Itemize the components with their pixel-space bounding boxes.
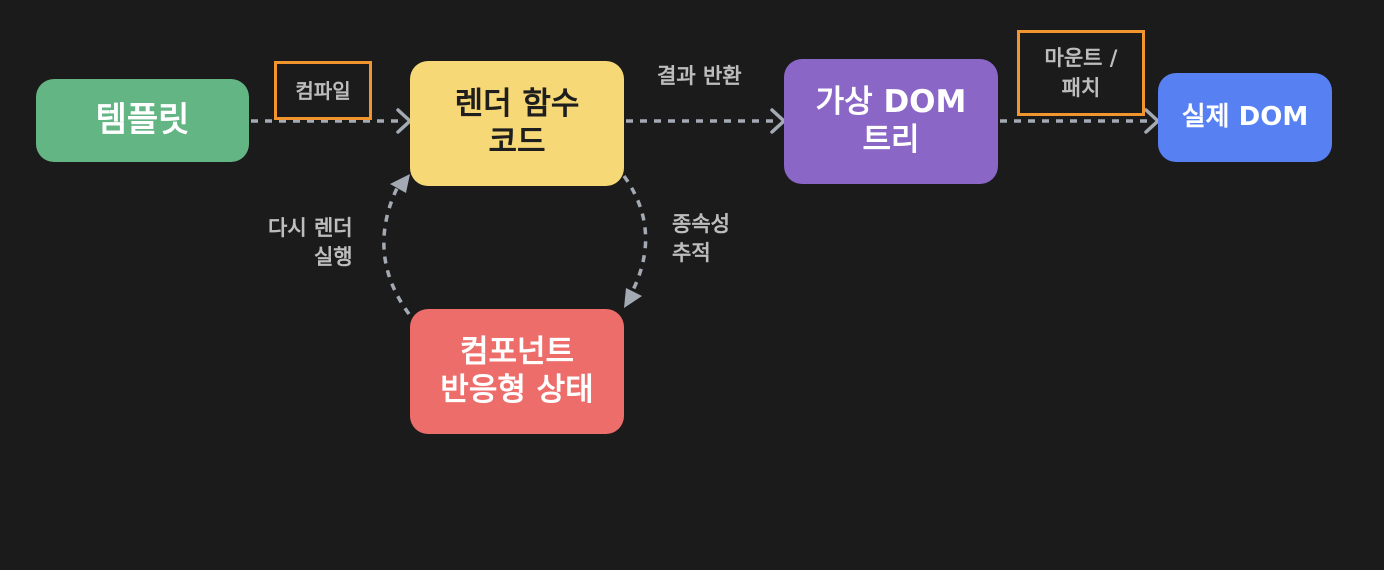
chevron-arrow-icon <box>1144 108 1160 134</box>
mount-patch-edge-label: 마운트 / 패치 <box>1017 30 1145 116</box>
render-function-node: 렌더 함수 코드 <box>410 61 624 186</box>
template-node-label: 템플릿 <box>95 99 190 140</box>
dependency-tracking-edge-label-line2: 추적 <box>672 241 711 266</box>
virtual-dom-node-label-line1: 가상 DOM <box>815 83 967 120</box>
rerender-edge-label: 다시 렌더 실행 <box>268 214 353 273</box>
compile-edge-label: 컴파일 <box>274 61 372 120</box>
reactive-state-node: 컴포넌트 반응형 상태 <box>410 309 624 434</box>
rerender-edge-label-line1: 다시 렌더 <box>268 216 353 240</box>
template-node: 템플릿 <box>36 79 249 162</box>
chevron-arrow-icon <box>396 108 412 134</box>
triangle-arrow-icon <box>390 174 410 193</box>
edge-dependency-tracking <box>622 174 648 297</box>
mount-patch-edge-label-line2: 패치 <box>1061 76 1101 100</box>
chevron-arrow-icon <box>770 108 786 134</box>
return-result-edge-label-text: 결과 반환 <box>657 64 742 88</box>
compile-edge-label-text: 컴파일 <box>295 78 351 103</box>
dependency-tracking-edge-label-line1: 종속성 <box>672 212 730 236</box>
render-function-node-label-line1: 렌더 함수 <box>454 85 580 122</box>
rerender-edge-label-line2: 실행 <box>313 245 353 270</box>
render-function-node-label-line2: 코드 <box>488 123 546 160</box>
virtual-dom-node-label-line2: 트리 <box>862 121 920 158</box>
triangle-arrow-icon <box>624 288 642 308</box>
edge-rerender <box>382 185 411 316</box>
reactive-state-node-label-line1: 컴포넌트 <box>459 333 575 370</box>
mount-patch-edge-label-line1: 마운트 / <box>1044 45 1118 70</box>
return-result-edge-label: 결과 반환 <box>657 62 742 91</box>
real-dom-node-label: 실제 DOM <box>1181 101 1309 132</box>
reactive-state-node-label-line2: 반응형 상태 <box>440 371 594 408</box>
virtual-dom-node: 가상 DOM 트리 <box>784 59 998 184</box>
real-dom-node: 실제 DOM <box>1158 73 1332 162</box>
dependency-tracking-edge-label: 종속성 추적 <box>672 210 730 269</box>
